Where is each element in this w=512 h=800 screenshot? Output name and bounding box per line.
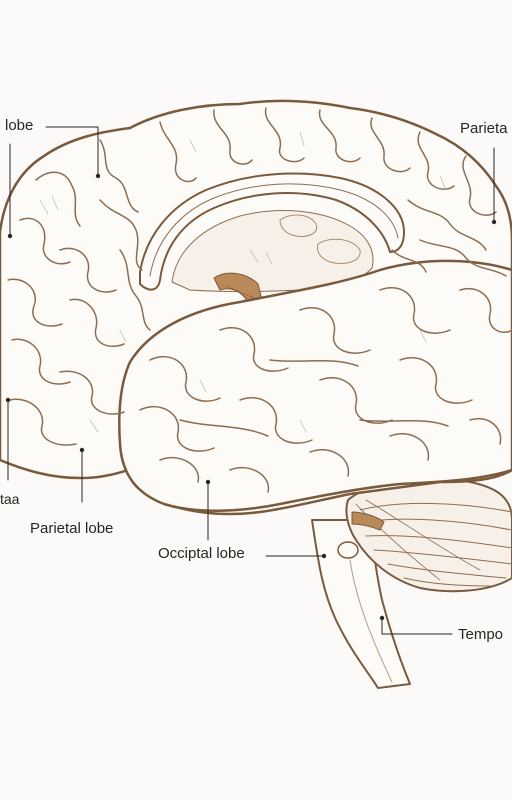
label-top-left: lobe (5, 117, 34, 134)
label-temporal: Tempo (458, 626, 504, 643)
label-top-right: Parieta (460, 120, 508, 137)
cerebellum-peduncle (351, 511, 385, 531)
leader-top-left (45, 126, 99, 177)
pons-knob (337, 541, 359, 559)
corpus-callosum (139, 172, 405, 291)
leader-temporal (381, 617, 453, 635)
brain-stem-line (349, 559, 393, 683)
label-occipital: Occiptal lobe (158, 545, 245, 562)
label-parietal-bottom: Parietal lobe (30, 520, 114, 537)
label-left-cut: taa (0, 491, 20, 507)
thalamus-area (171, 210, 374, 292)
temporal-lobe (118, 259, 512, 513)
